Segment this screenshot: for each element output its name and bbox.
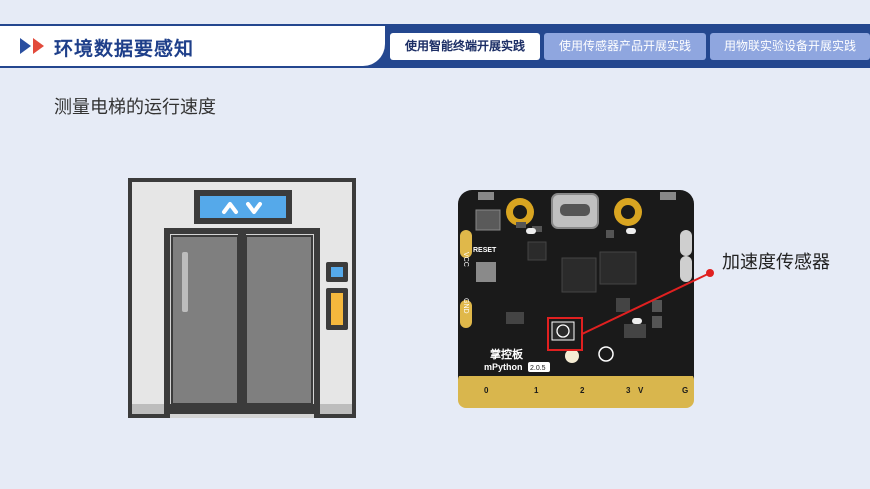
chevron-down-icon bbox=[246, 202, 262, 214]
mpython-board: RESET VCC GND 掌控板 mPython 2.0.5 0 1 2 3 … bbox=[458, 190, 694, 408]
pin-label-1: 1 bbox=[534, 386, 539, 395]
play-arrow-icon bbox=[33, 38, 44, 54]
board-brand-text: mPython bbox=[484, 362, 523, 372]
pin-label-2: 2 bbox=[580, 386, 585, 395]
pin-label-0: 0 bbox=[484, 386, 489, 395]
tab-smart-terminal[interactable]: 使用智能终端开展实践 bbox=[390, 33, 540, 60]
reset-label: RESET bbox=[473, 247, 497, 254]
accelerometer-label: 加速度传感器 bbox=[722, 252, 830, 273]
pin-label-v: V bbox=[638, 386, 644, 395]
highlight-box bbox=[547, 317, 583, 351]
pin-label-g: G bbox=[682, 386, 688, 395]
board-logo-text: 掌控板 bbox=[490, 347, 524, 361]
tab-iot-equipment[interactable]: 用物联实验设备开展实践 bbox=[710, 33, 870, 60]
compass-icon bbox=[598, 346, 614, 362]
pin-label-3: 3 bbox=[626, 386, 631, 395]
gnd-label: GND bbox=[462, 298, 469, 314]
title-pill bbox=[0, 26, 385, 66]
floor-display bbox=[194, 190, 292, 224]
elevator-doors bbox=[168, 234, 318, 414]
page-title: 环境数据要感知 bbox=[54, 38, 195, 60]
chevron-up-icon bbox=[222, 202, 238, 214]
section-subtitle: 测量电梯的运行速度 bbox=[54, 97, 216, 118]
board-version-text: 2.0.5 bbox=[530, 365, 546, 372]
accelerometer-chip bbox=[551, 321, 575, 341]
vcc-label: VCC bbox=[462, 252, 469, 267]
tab-sensor-products[interactable]: 使用传感器产品开展实践 bbox=[544, 33, 706, 60]
elevator-illustration bbox=[128, 178, 356, 418]
play-arrow-icon bbox=[20, 38, 31, 54]
call-button-panel bbox=[326, 262, 348, 330]
